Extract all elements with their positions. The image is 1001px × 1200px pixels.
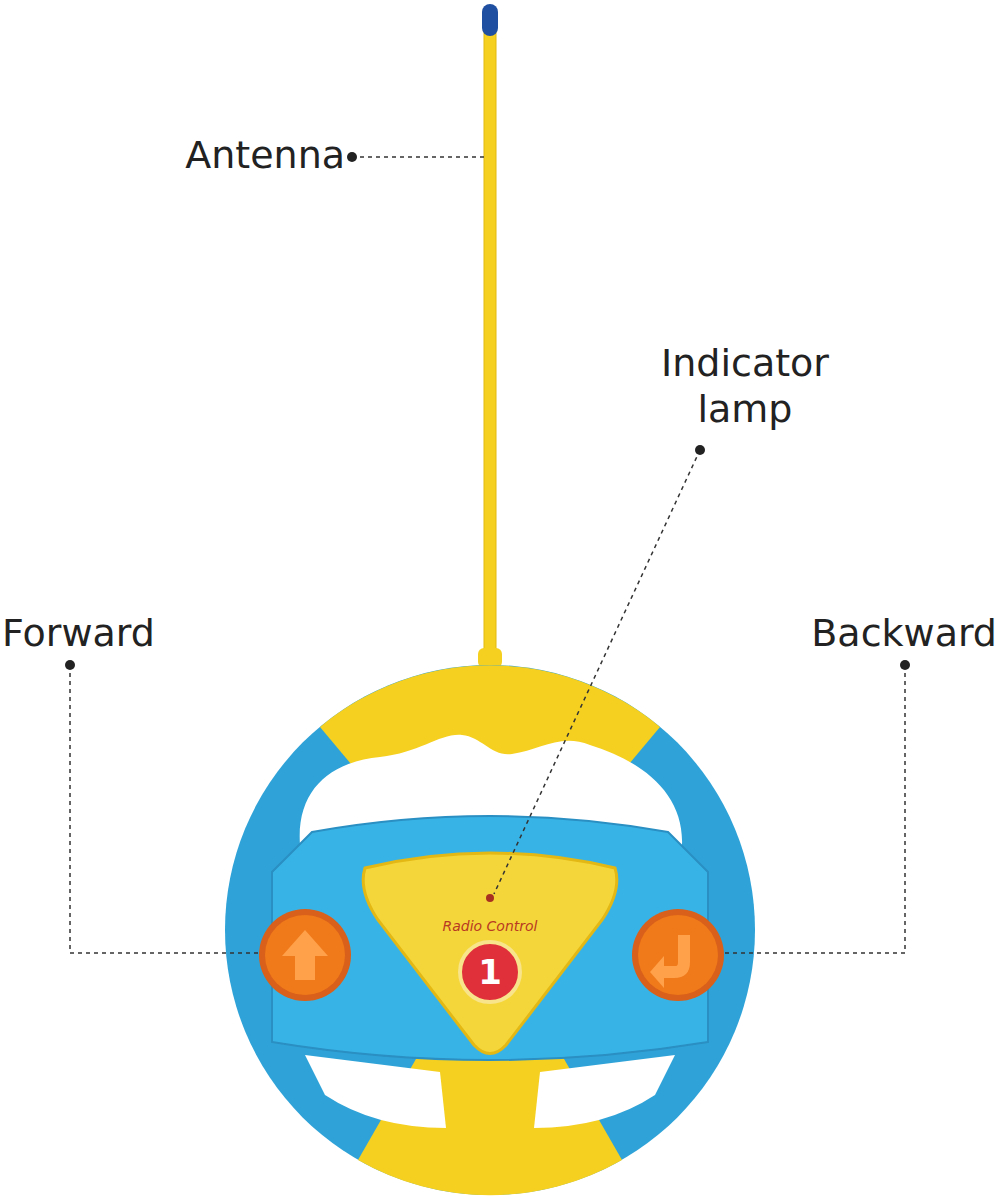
part-label: Indicator lamp (630, 340, 860, 432)
leader-line (494, 450, 700, 894)
part-label: Antenna (150, 132, 345, 178)
backward-arrow (650, 935, 690, 988)
forward-arrow (282, 930, 328, 980)
leader-dot (900, 660, 910, 670)
part-label: Backward (775, 610, 997, 656)
forward-button-rim (259, 909, 351, 1001)
wheel-right-opening (534, 1055, 675, 1128)
antenna-cap (482, 4, 498, 36)
leader-dot (347, 152, 357, 162)
antenna-rod (484, 28, 496, 660)
backward-button (638, 915, 718, 995)
part-label: Forward (2, 610, 222, 656)
forward-button (265, 915, 345, 995)
device-label: Radio Control (415, 918, 565, 935)
leader-line (722, 665, 905, 953)
backward-button-rim (632, 909, 724, 1001)
number-badge (460, 942, 520, 1002)
indicator-lamp (486, 894, 494, 902)
leader-line (70, 665, 262, 953)
wheel-ring (225, 665, 755, 1195)
center-plate (363, 853, 617, 1054)
leader-line (352, 156, 486, 158)
leader-dot (65, 660, 75, 670)
leader-dot (695, 445, 705, 455)
wheel-left-opening (305, 1055, 446, 1128)
callout-number: 1 (460, 950, 520, 994)
